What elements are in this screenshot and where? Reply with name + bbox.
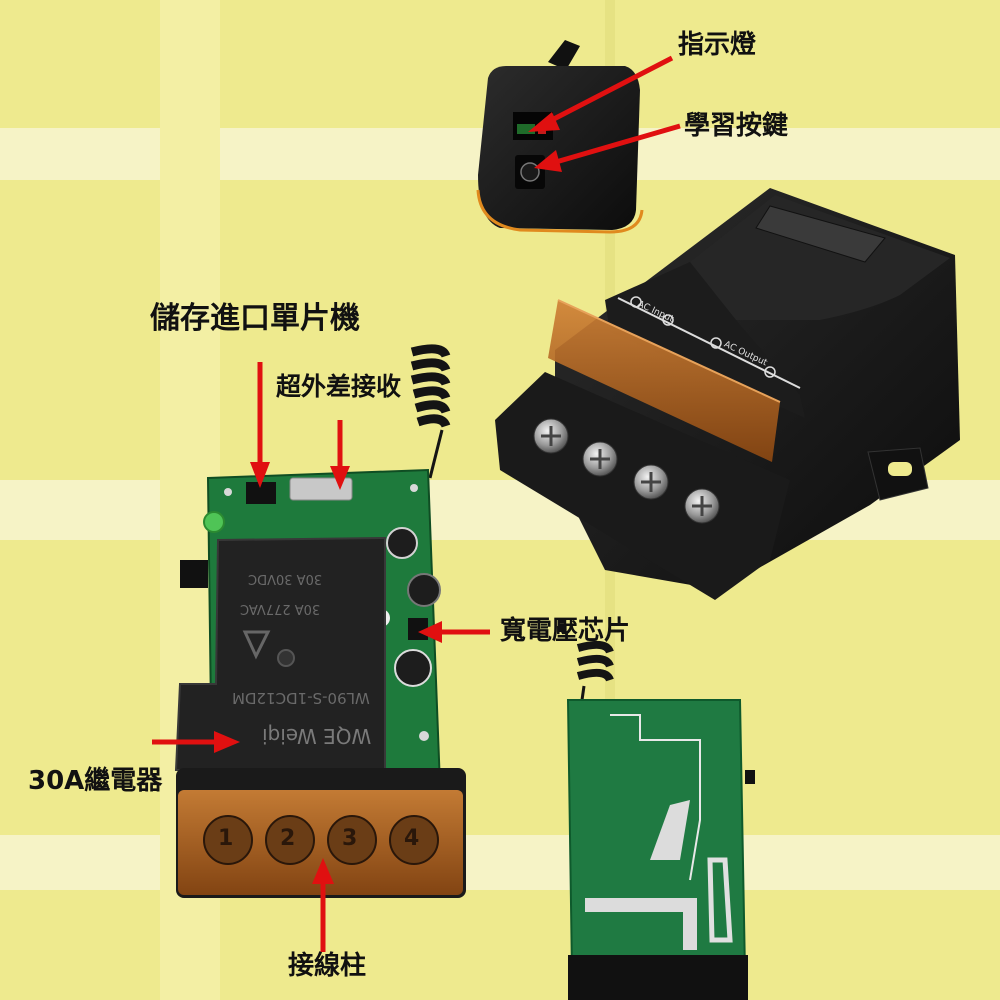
- relay-marking-1: 30A 30VDC: [248, 571, 323, 586]
- pcb-board-back: [566, 640, 755, 1000]
- label-learn-button: 學習按鍵: [684, 111, 789, 141]
- label-indicator-light: 指示燈: [678, 30, 757, 60]
- label-voltage-chip: 寬電壓芯片: [500, 616, 631, 646]
- inset-closeup: [476, 40, 644, 234]
- front-terminal-screws: [203, 815, 439, 865]
- terminal-number-4: 4: [404, 826, 420, 851]
- terminal-number-1: 1: [218, 826, 234, 851]
- relay-marking-3: WL90-S-1DC12DM: [232, 689, 370, 707]
- label-receiver: 超外差接收: [276, 372, 402, 401]
- label-terminal: 接線柱: [288, 951, 367, 981]
- relay-housing: [495, 188, 960, 600]
- label-relay: 30A繼電器: [28, 766, 163, 796]
- pointer-arrows: [152, 55, 681, 952]
- relay-marking-2: 30A 277VAC: [240, 601, 321, 616]
- terminal-number-3: 3: [342, 826, 358, 851]
- pcb-board-front: [174, 344, 466, 898]
- screw-terminals: [533, 418, 720, 524]
- relay-brand: WQE Weiqi: [262, 724, 372, 748]
- label-mcu: 儲存進口單片機: [150, 301, 360, 336]
- terminal-number-2: 2: [280, 826, 296, 851]
